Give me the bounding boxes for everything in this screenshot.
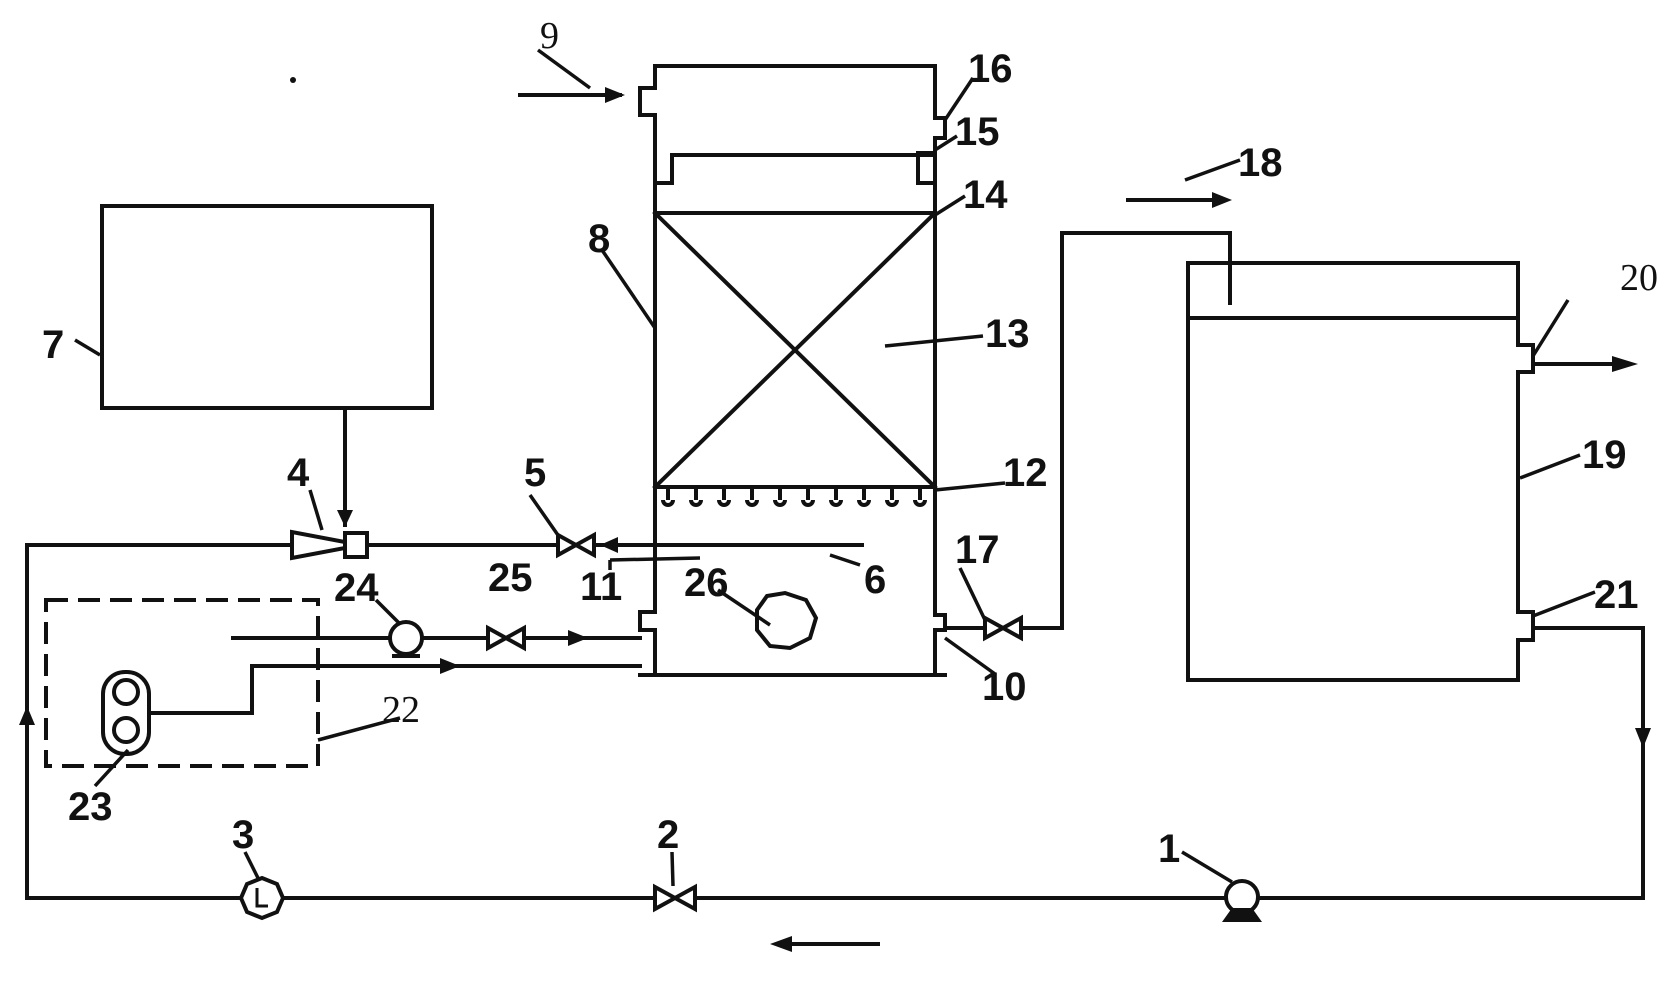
distributor-nozzle [857, 489, 871, 507]
pump-26 [755, 590, 819, 651]
valve-25-b [501, 624, 526, 652]
ejector-4-throat [343, 531, 369, 559]
distributor-nozzle [829, 489, 843, 507]
chamber-15 [653, 153, 937, 185]
loop-down-arrow [1635, 728, 1651, 748]
tank-7 [100, 204, 434, 410]
label-11: 11 [580, 565, 622, 609]
distributor-nozzle [885, 489, 899, 507]
valve-2-b [670, 883, 697, 913]
tank-7-outlet-arrow [337, 510, 353, 527]
stray-dot [290, 77, 296, 83]
valve-2 [653, 883, 680, 913]
ejector-4 [290, 529, 347, 561]
label-19: 19 [1582, 433, 1627, 477]
label-12: 12 [1003, 451, 1048, 495]
label-2: 2 [657, 813, 679, 857]
dashed-unit-22 [44, 598, 320, 768]
pump-1-base [1222, 908, 1262, 922]
label-23: 23 [68, 785, 113, 829]
distributor-nozzle [745, 489, 759, 507]
label-7: 7 [42, 323, 64, 367]
distributor-nozzle [773, 489, 787, 507]
label-14: 14 [963, 173, 1008, 217]
distributor-12-nozzles [661, 489, 927, 507]
label-26: 26 [684, 561, 729, 605]
label-3: 3 [232, 813, 254, 857]
label-21: 21 [1594, 573, 1639, 617]
chamber-15-port [916, 151, 937, 185]
label-13: 13 [985, 312, 1030, 356]
air-line-arrow [440, 658, 460, 674]
meter-3-symbol [255, 888, 268, 908]
label-4: 4 [287, 451, 310, 495]
arrow-18-head [1212, 192, 1232, 208]
label-24: 24 [334, 566, 379, 610]
label-9: 9 [540, 15, 559, 57]
label-15: 15 [955, 110, 1000, 154]
transfer-pipe-18 [1019, 231, 1232, 630]
label-18: 18 [1238, 141, 1283, 185]
valve-17-b [998, 614, 1023, 642]
valve-5-arrow [600, 537, 618, 553]
loop-up-arrow [19, 706, 35, 725]
device-23-bottom [112, 716, 140, 744]
distributor-nozzle [801, 489, 815, 507]
label-6: 6 [864, 558, 886, 602]
label-20: 20 [1620, 257, 1658, 299]
valve-17 [983, 614, 1008, 642]
label-5: 5 [524, 451, 546, 495]
flow-direction-arrow [770, 936, 792, 952]
packing-13-cross-b [652, 210, 938, 490]
outlet-20-arrow [1612, 356, 1638, 372]
label-22: 22 [382, 689, 420, 731]
reactor-8-right-wall [933, 116, 947, 677]
valve-5-b [571, 531, 596, 559]
leader-lines [74, 48, 1596, 887]
label-25: 25 [488, 556, 533, 600]
valve-25-arrow [568, 630, 588, 646]
distributor-nozzle [717, 489, 731, 507]
main-loop-pipe [25, 543, 1645, 900]
device-23-top [112, 678, 140, 706]
inlet-9-arrow [605, 87, 625, 103]
label-17: 17 [955, 528, 1000, 572]
valve-25 [486, 624, 511, 652]
distributor-nozzle [913, 489, 927, 507]
valve-5 [556, 531, 581, 559]
reactor-8-left-wall [638, 64, 937, 677]
distributor-nozzle [661, 489, 675, 507]
pump-24 [388, 620, 424, 656]
tank-19-wall [1186, 261, 1535, 682]
distributor-nozzle [689, 489, 703, 507]
label-10: 10 [982, 665, 1027, 709]
label-16: 16 [968, 47, 1013, 91]
meter-3 [238, 875, 286, 921]
label-1: 1 [1158, 827, 1180, 871]
label-8: 8 [588, 217, 610, 261]
